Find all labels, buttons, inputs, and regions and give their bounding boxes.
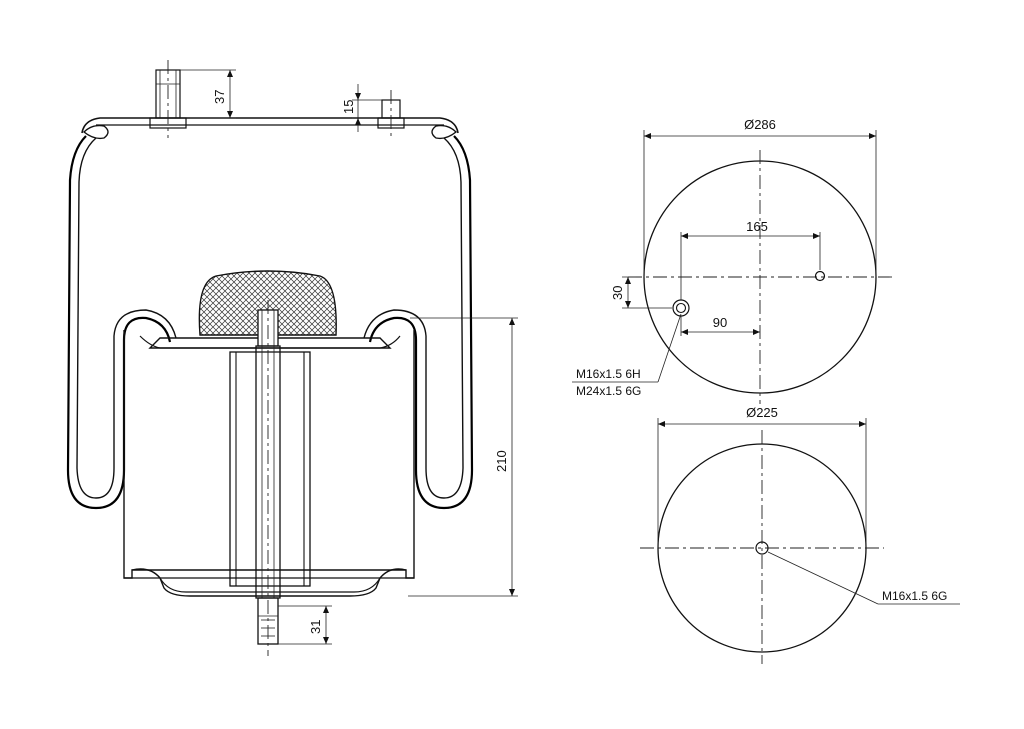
dim-bottom-stud-label: 31: [308, 620, 323, 634]
piston: [123, 330, 415, 597]
dim-bottom-diameter-label: Ø225: [746, 405, 778, 420]
bottom-plate-view: Ø225 M16x1.5 6G: [640, 405, 960, 664]
dim-stud-height: 37: [180, 69, 236, 119]
rubber-bellow: [66, 135, 474, 510]
dim-bolt-offset-y-label: 30: [610, 286, 625, 300]
thread-label-bottom: M16x1.5 6G: [882, 589, 947, 603]
dim-overall-height: 210: [408, 317, 518, 597]
thread-label-1: M16x1.5 6H: [576, 367, 641, 381]
top-plate-view: Ø286 165 90 30 M16x1.5 6H M24x1.5 6G: [572, 117, 892, 404]
top-pin: [377, 90, 405, 136]
bottom-stud-hole-icon: [755, 541, 769, 555]
dim-bottom-stud: 31: [278, 605, 332, 645]
side-view: 37 15 210 31: [66, 60, 518, 656]
dim-overall-height-label: 210: [494, 450, 509, 472]
dim-pin-height-label: 15: [341, 100, 356, 114]
central-bolt: [255, 300, 281, 656]
dim-pin-height: 15: [341, 84, 382, 132]
top-stud: [149, 60, 187, 138]
stud-hole-inner-icon: [675, 302, 687, 314]
dim-bolt-spacing-label: 165: [746, 219, 768, 234]
dim-bolt-offset-x-label: 90: [713, 315, 727, 330]
stud-hole-outer-icon: [672, 299, 690, 317]
dim-stud-height-label: 37: [212, 90, 227, 104]
thread-label-2: M24x1.5 6G: [576, 384, 641, 398]
dim-top-diameter-label: Ø286: [744, 117, 776, 132]
top-plate: [81, 117, 459, 140]
pin-hole-icon: [814, 270, 826, 282]
